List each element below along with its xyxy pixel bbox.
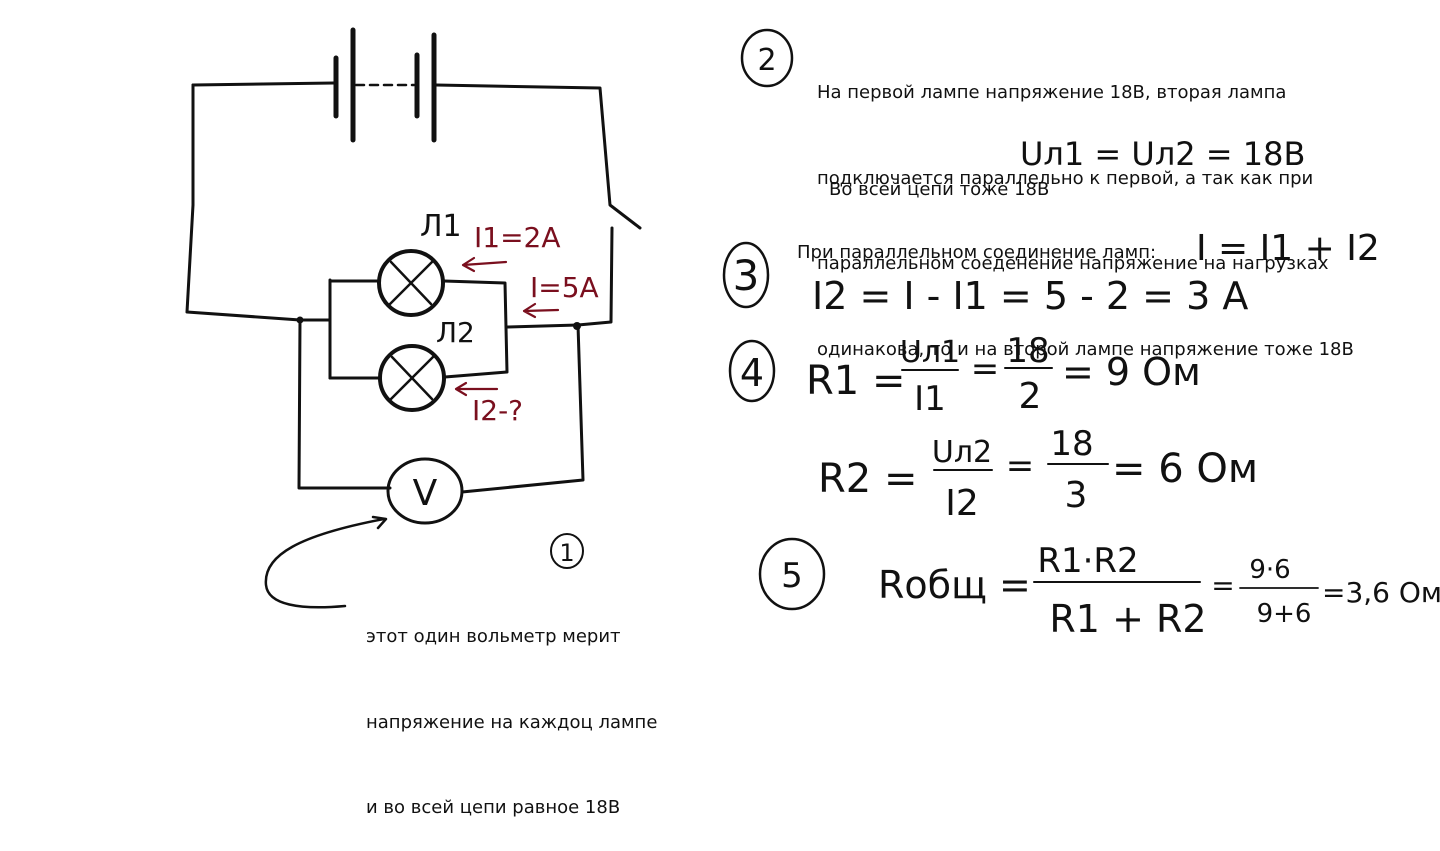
r2-lhs: R2 =: [818, 456, 917, 502]
step-2-circuit-note: Во всей цепи тоже 18В: [829, 179, 1050, 200]
step-2-number: 2: [757, 43, 776, 78]
lamp-2: [378, 344, 446, 412]
current-1-label: I1=2A: [474, 221, 561, 254]
step-2-note: На первой лампе напряжение 18В, вторая л…: [817, 22, 1354, 393]
r1-value-numerator: 18: [1006, 331, 1049, 371]
current-annotations: I1=2A I=5A I2-?: [454, 221, 599, 427]
note-2-line: На первой лампе напряжение 18В, вторая л…: [817, 82, 1287, 103]
note-2-line: одинакова, то и на второй лампе напряжен…: [817, 338, 1354, 360]
circuit-wires: [185, 81, 642, 609]
voltmeter-symbol: V: [413, 473, 438, 514]
note-1-line: и во всей цепи равное 18В: [366, 797, 621, 818]
battery-symbol: [333, 27, 437, 143]
step-5-formula: Rобщ = R1·R2 R1 + R2 = 9·6 9+6 =3,6 Ом: [878, 541, 1440, 641]
r-total-value-denominator: 9+6: [1257, 599, 1312, 629]
current-total-label: I=5A: [530, 271, 599, 304]
r1-lhs: R1 =: [806, 358, 905, 404]
r2-value-denominator: 3: [1065, 475, 1088, 516]
r2-value-numerator: 18: [1050, 424, 1093, 464]
r-total-result: =3,6 Ом: [1322, 576, 1440, 609]
r1-numerator: Uл1: [900, 335, 960, 370]
step-2-marker: 2: [740, 28, 794, 88]
r1-value-denominator: 2: [1019, 376, 1042, 417]
step-4-r1: R1 = Uл1 I1 = 18 2 = 9 Ом: [806, 331, 1201, 419]
step-5-number: 5: [781, 556, 803, 596]
r-total-lhs: Rобщ =: [878, 563, 1031, 607]
r1-denominator: I1: [914, 379, 946, 419]
note-1-line: этот один вольметр мерит: [366, 626, 621, 647]
lamp-1: [377, 249, 445, 317]
r2-denominator: I2: [945, 483, 979, 524]
r1-equals: =: [971, 349, 1000, 389]
step-3-note: При параллельном соединение ламп:: [797, 242, 1157, 263]
current-2-label: I2-?: [472, 394, 523, 427]
step-1-marker: 1: [550, 533, 584, 569]
step-4-marker: 4: [728, 339, 776, 403]
r-total-equals: =: [1211, 569, 1234, 602]
r-total-value-numerator: 9·6: [1249, 555, 1290, 585]
r1-result: = 9 Ом: [1062, 350, 1201, 394]
step-2-formula: Uл1 = Uл2 = 18В: [1020, 135, 1305, 173]
r2-result: = 6 Ом: [1112, 446, 1258, 492]
step-3-formula-total: I = I1 + I2: [1196, 228, 1380, 269]
step-1-number: 1: [559, 539, 574, 567]
lamp-2-label: Л2: [436, 316, 475, 349]
step-5-marker: 5: [758, 537, 826, 611]
step-1-note: этот один вольметр мерит напряжение на к…: [366, 566, 657, 851]
step-4-r2: R2 = Uл2 I2 = 18 3 = 6 Ом: [818, 424, 1258, 524]
r2-equals: =: [1006, 446, 1035, 486]
step-4-number: 4: [740, 351, 764, 395]
r2-numerator: Uл2: [932, 435, 992, 470]
step-3-number: 3: [733, 251, 760, 300]
step-3-marker: 3: [722, 241, 770, 309]
lamp-1-label: Л1: [420, 209, 462, 244]
circuit-diagram-canvas: V Л1 Л2 I1=2A I=5A I2-? 1 2 3 4 5 Uл1 = …: [185, 27, 1440, 641]
r-total-denominator: R1 + R2: [1049, 597, 1206, 641]
note-2-line: подключается параллельно к первой, а так…: [817, 167, 1314, 189]
note-2-line: параллельном соеденение напряжение на на…: [817, 253, 1329, 274]
voltmeter: V: [386, 457, 464, 525]
r-total-numerator: R1·R2: [1037, 541, 1138, 581]
note-1-line: напряжение на каждоц лампе: [366, 711, 658, 733]
junction-dots: [296, 316, 581, 330]
step-3-formula-i2: I2 = I - I1 = 5 - 2 = 3 A: [812, 274, 1248, 318]
